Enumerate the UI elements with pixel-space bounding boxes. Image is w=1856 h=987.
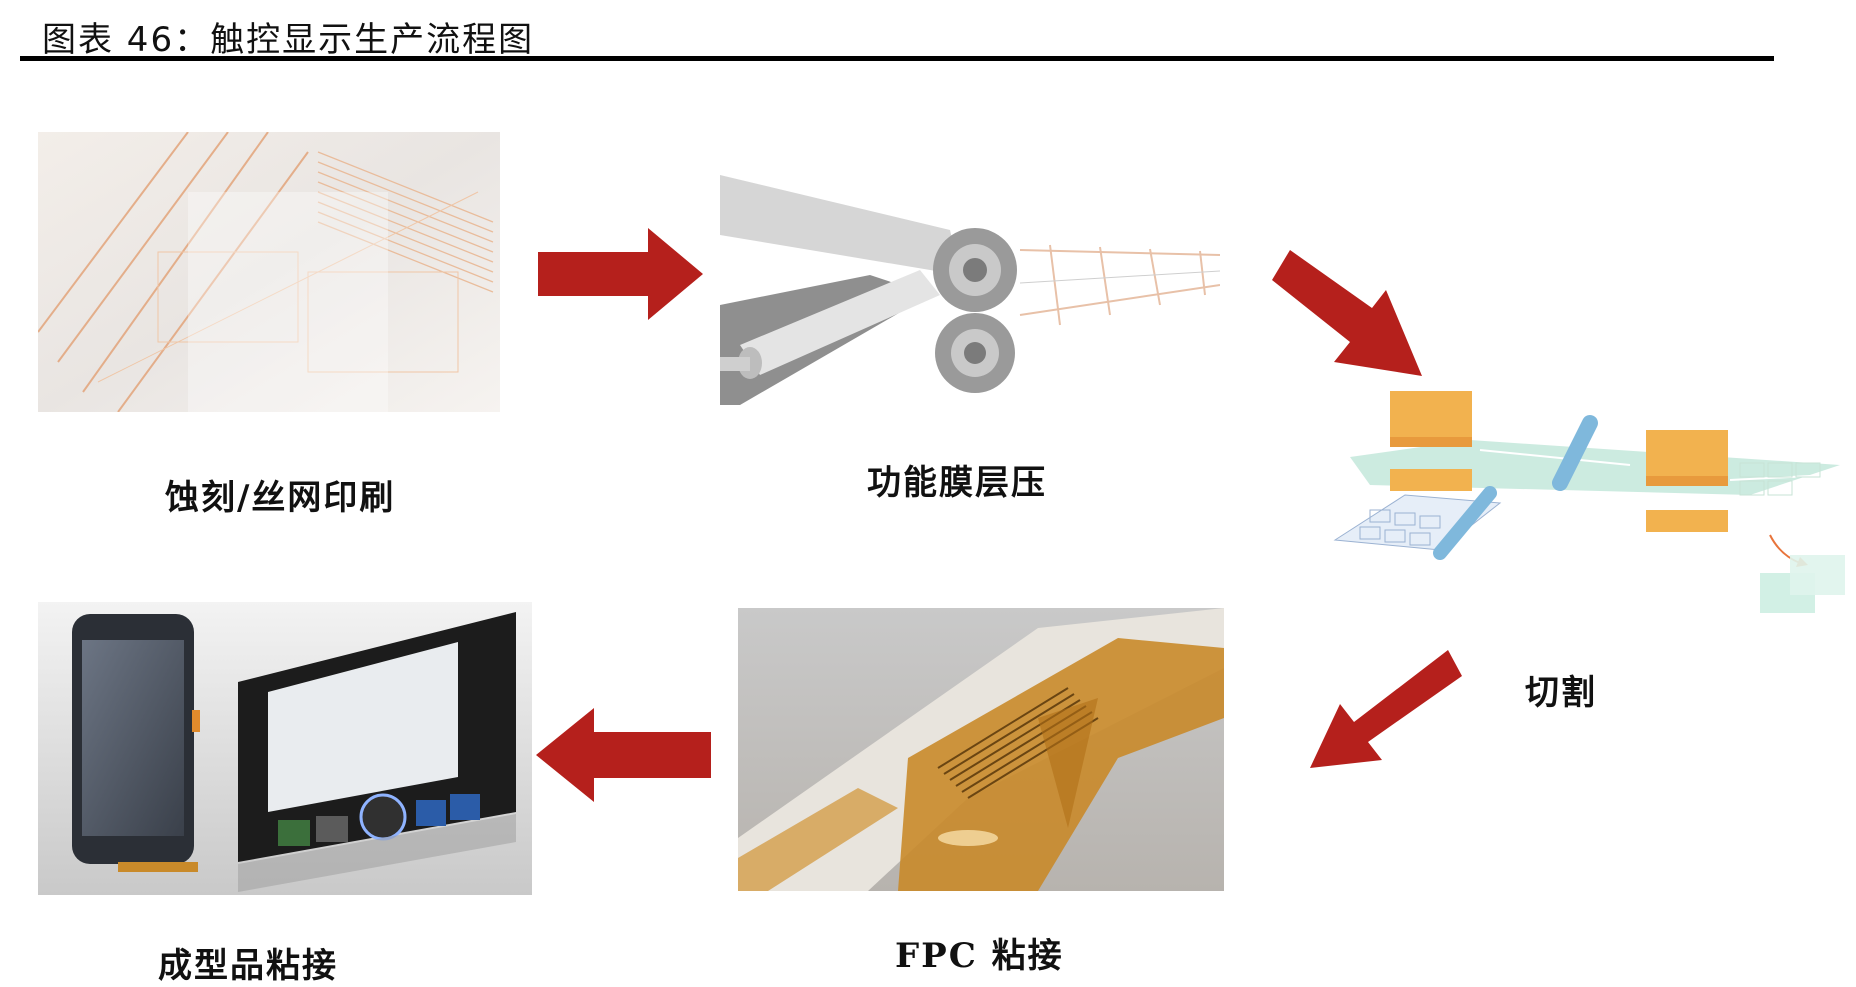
arrow-down-left-icon: [1310, 650, 1462, 768]
arrow-right-icon: [538, 228, 703, 320]
fpc-bonding-image: [738, 608, 1224, 891]
step-label-fpc-bonding: FPC 粘接: [895, 936, 1064, 976]
step-label-lamination: 功能膜层压: [867, 463, 1047, 503]
finished-products-image: [38, 602, 532, 895]
step-label-cutting: 切割: [1525, 673, 1597, 713]
title-divider: [20, 56, 1774, 61]
arrow-left-icon: [536, 708, 711, 802]
lamination-image: [720, 175, 1220, 405]
etching-image: [38, 132, 500, 412]
cutting-image: [1330, 385, 1856, 625]
figure-title: 图表 46：触控显示生产流程图: [42, 20, 535, 60]
step-label-etching: 蚀刻/丝网印刷: [165, 478, 396, 518]
step-label-finished: 成型品粘接: [158, 946, 338, 986]
arrow-down-right-icon: [1272, 250, 1422, 376]
